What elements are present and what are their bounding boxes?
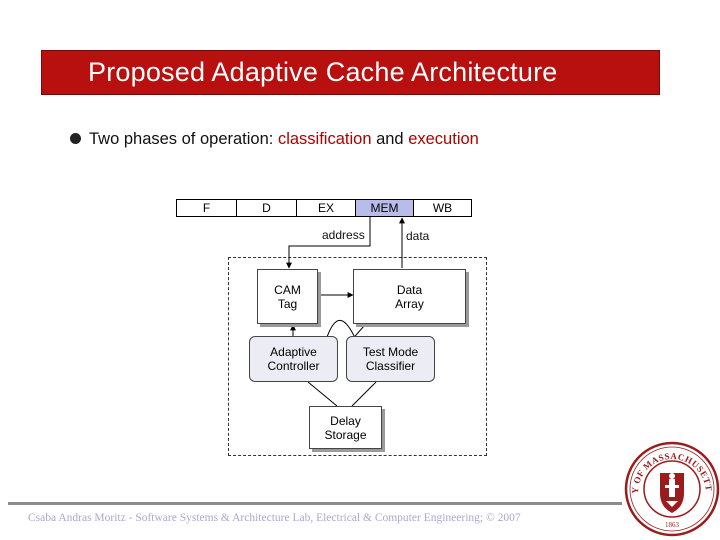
seal-year: 1863 — [665, 521, 680, 529]
stage-mem: MEM — [355, 199, 413, 217]
stage-d: D — [236, 199, 296, 217]
bullet-middle: and — [371, 130, 409, 148]
stage-ex: EX — [296, 199, 355, 217]
test-mode-classifier-node: Test Mode Classifier — [346, 336, 435, 382]
test-mode-classifier-label: Test Mode Classifier — [362, 345, 419, 373]
cam-tag-node: CAM Tag — [257, 269, 318, 324]
term-execution: execution — [408, 130, 479, 148]
bullet-dot-icon — [70, 133, 81, 144]
delay-storage-node: Delay Storage — [309, 406, 382, 449]
stage-wb: WB — [413, 199, 472, 217]
data-array-node: Data Array — [353, 269, 466, 324]
address-label: address — [322, 228, 365, 242]
address-link — [286, 217, 371, 269]
data-array-label: Data Array — [395, 282, 424, 311]
slide-title: Proposed Adaptive Cache Architecture — [88, 57, 558, 87]
delay-storage-label: Delay Storage — [324, 413, 367, 442]
stage-f: F — [176, 199, 236, 217]
data-label: data — [406, 229, 430, 243]
cache-region — [228, 257, 487, 456]
term-classification: classification — [277, 130, 372, 148]
footer-divider — [8, 502, 622, 505]
classifier-to-delay-link — [351, 381, 377, 407]
bullet-prefix: Two phases of operation: — [89, 130, 278, 148]
controller-to-array-link — [325, 319, 357, 341]
title-bar: Proposed Adaptive Cache Architecture — [41, 50, 660, 95]
controller-to-delay-link — [307, 381, 338, 407]
bullet-text: Two phases of operation: classification … — [89, 130, 479, 149]
adaptive-controller-label: Adaptive Controller — [267, 345, 320, 373]
cam-tag-label: CAM Tag — [274, 282, 301, 311]
adaptive-controller-node: Adaptive Controller — [249, 336, 338, 382]
university-seal-icon: UNIVERSITY OF MASSACHUSETTS AMHERST 1863 — [624, 441, 720, 537]
footer-credit: Csaba Andras Moritz - Software Systems &… — [28, 512, 521, 524]
